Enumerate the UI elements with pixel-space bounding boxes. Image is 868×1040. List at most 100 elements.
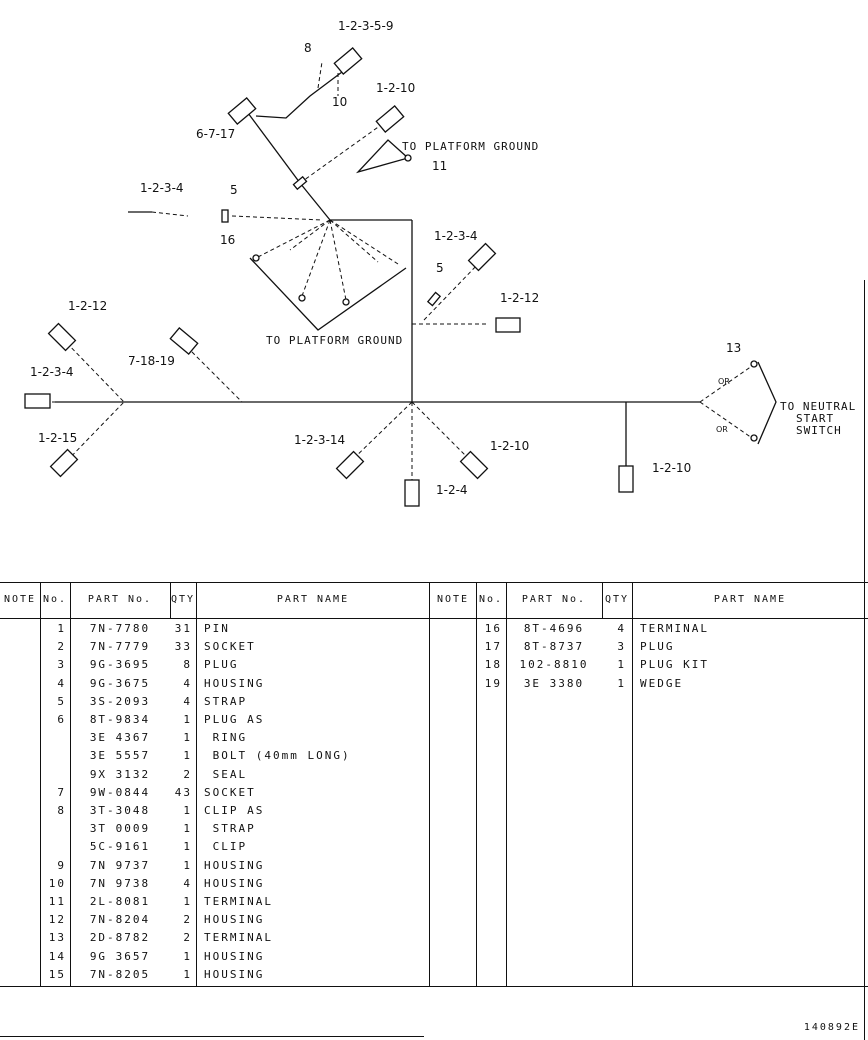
col-header-part-name: PART NAME — [632, 582, 868, 619]
label-wire-or-1: OR — [718, 377, 730, 386]
cell-no — [40, 838, 66, 856]
cell-no: 4 — [57, 676, 66, 690]
label-platform-ground-1: TO PLATFORM GROUND — [402, 140, 539, 153]
cell-qty: 1 — [183, 895, 192, 908]
connector-1-2-3-4-right — [467, 242, 497, 272]
cell-qty: 1 — [183, 840, 192, 854]
cell-name: CLIP AS — [204, 804, 265, 817]
cell-no: 15 — [48, 967, 66, 981]
col-divider — [632, 582, 633, 986]
cell-part: 9G-3675 — [89, 676, 151, 690]
col-divider — [70, 582, 71, 986]
cell-qty: 4 — [183, 676, 192, 690]
cell-part: 3E 4367 — [89, 731, 151, 745]
cell-qty: 1 — [183, 949, 192, 963]
cell-qty: 1 — [183, 858, 192, 872]
label-left-conn-c: 1-2-3-4 — [30, 365, 74, 379]
cell-no — [40, 729, 66, 747]
cell-no: 13 — [48, 931, 66, 945]
terminal-13a — [750, 360, 758, 368]
cell-name: HOUSING — [204, 876, 265, 890]
cell-part: 7N-8204 — [89, 913, 151, 927]
label-neutral-3: SWITCH — [796, 424, 842, 437]
cell-no — [40, 747, 66, 765]
col-header-note: NOTE — [0, 582, 40, 619]
cell-part: 7N 9737 — [89, 858, 151, 872]
harness-wires — [52, 61, 777, 480]
label-8: 8 — [304, 41, 312, 55]
cell-qty: 43 — [174, 785, 192, 799]
label-11: 11 — [432, 159, 447, 173]
label-bottom-conn-c: 1-2-4 — [436, 483, 468, 497]
cell-part: 7N-7779 — [89, 640, 151, 654]
connector-1-2-3-4-left — [24, 393, 51, 409]
cell-no: 5 — [57, 694, 66, 708]
cell-qty: 1 — [183, 749, 192, 763]
label-top-right-conn: 1-2-10 — [376, 81, 415, 95]
terminal-16c — [342, 298, 350, 306]
cell-part: 102-8810 — [519, 658, 589, 672]
cell-name: PLUG — [640, 640, 675, 654]
label-left-stub: 1-2-3-4 — [140, 181, 184, 195]
cell-no: 18 — [484, 658, 502, 672]
cell-name: SOCKET — [204, 640, 256, 654]
col-header-part-no: PART No. — [70, 582, 170, 619]
cell-qty: 31 — [174, 622, 192, 635]
bottom-rule — [0, 1036, 424, 1037]
cell-qty: 1 — [183, 822, 192, 836]
label-far-right-conn: 1-2-10 — [652, 461, 691, 475]
connector-1-2-10-top — [375, 105, 405, 133]
cell-no: 1 — [57, 622, 66, 635]
col-header-no: No. — [476, 582, 506, 619]
cell-name: HOUSING — [204, 858, 265, 872]
label-platform-ground-2: TO PLATFORM GROUND — [266, 334, 403, 347]
cell-name: HOUSING — [204, 676, 265, 690]
label-right-mid-conn: 1-2-3-4 — [434, 229, 478, 243]
col-divider — [476, 582, 477, 986]
cell-name: PIN — [204, 622, 230, 635]
cell-qty: 33 — [174, 640, 192, 654]
cell-part: 3T-3048 — [89, 804, 151, 817]
connector-7-18-19 — [169, 327, 199, 355]
label-16: 16 — [220, 233, 235, 247]
cell-name: RING — [204, 731, 248, 745]
cell-no: 19 — [484, 676, 502, 690]
cell-qty: 1 — [183, 804, 192, 817]
wiring-harness-diagram: 1-2-3-5-9 8 10 1-2-10 6-7-17 TO PLATFORM… — [24, 19, 855, 507]
cell-part: 3T 0009 — [89, 822, 151, 836]
cell-name: WEDGE — [640, 676, 684, 690]
cell-no: 12 — [48, 913, 66, 927]
cell-qty: 2 — [183, 931, 192, 945]
strap-5-top — [292, 175, 308, 191]
cell-no: 11 — [48, 895, 66, 908]
cell-qty: 1 — [617, 658, 626, 672]
cell-part: 3S-2093 — [89, 694, 151, 708]
cell-part: 8T-9834 — [89, 713, 151, 726]
connectors — [24, 47, 758, 507]
col-divider — [170, 582, 171, 618]
cell-qty: 4 — [183, 694, 192, 708]
label-bottom-conn-b: 1-2-10 — [490, 439, 529, 453]
cell-part: 9G-3695 — [89, 658, 151, 672]
cell-qty: 3 — [617, 640, 626, 654]
cell-no: 9 — [57, 858, 66, 872]
col-header-part-name: PART NAME — [196, 582, 430, 619]
cell-no: 10 — [48, 876, 66, 890]
cell-no: 6 — [57, 713, 66, 726]
cell-qty: 4 — [617, 622, 626, 635]
cell-no — [40, 766, 66, 784]
callout-labels: 1-2-3-5-9 8 10 1-2-10 6-7-17 TO PLATFORM… — [30, 19, 855, 497]
cell-name: HOUSING — [204, 967, 265, 981]
cell-no: 14 — [48, 949, 66, 963]
label-bottom-conn-a: 1-2-3-14 — [294, 433, 345, 447]
col-divider — [196, 582, 197, 986]
cell-name: SOCKET — [204, 785, 256, 799]
cell-name: HOUSING — [204, 913, 265, 927]
cell-qty: 8 — [183, 658, 192, 672]
cell-qty: 2 — [183, 913, 192, 927]
col-header-part-no: PART No. — [506, 582, 602, 619]
cell-name: PLUG KIT — [640, 658, 709, 672]
terminal-11 — [404, 154, 412, 162]
